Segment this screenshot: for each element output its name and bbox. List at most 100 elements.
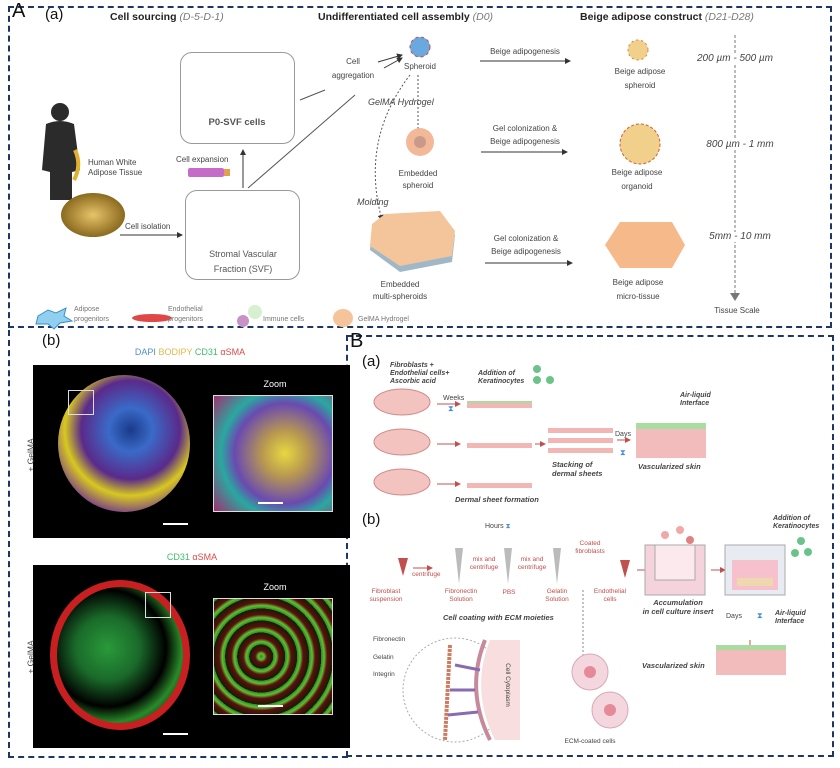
- arrow-label-3b: Beige adipogenesis: [491, 247, 561, 256]
- lbl-line: cells: [603, 596, 617, 603]
- embedded-spheroid-2: spheroid: [402, 181, 434, 190]
- header-assembly: Undifferentiated cell assembly (D0): [318, 12, 493, 23]
- adipose-tissue-icon: [61, 193, 125, 237]
- culture-insert-icon: [644, 526, 706, 596]
- micrograph-2: [33, 565, 350, 748]
- lbl-line: Coated: [579, 540, 601, 547]
- condition-label-1: + GelMA: [25, 438, 36, 472]
- p0-svf-label: P0-SVF cells: [208, 117, 266, 128]
- air-line: Interface: [680, 400, 710, 407]
- scale-bar: [258, 502, 283, 504]
- vascularized-a: Vascularized skin: [638, 462, 701, 471]
- output-1b: spheroid: [624, 81, 656, 90]
- kera-line: Keratinocytes: [478, 378, 525, 385]
- lbl-line: Endothelial: [593, 588, 627, 595]
- svf-box: [185, 190, 300, 280]
- gelma-hydrogel-label: GelMA Hydrogel: [368, 97, 434, 107]
- panel-b-sub-b: (b): [362, 511, 381, 528]
- lbl-line: Fibronectin: [444, 588, 478, 595]
- kera-line: Addition of: [773, 515, 810, 522]
- centrifuge-label: centrifuge: [412, 571, 441, 578]
- panel-a-label: A: [12, 0, 26, 22]
- output-3b: micro-tissue: [616, 292, 660, 301]
- stack-line: dermal sheets: [552, 469, 603, 478]
- embedded-spheroid-1: Embedded: [398, 169, 438, 178]
- legend-adipose-1: Adipose: [74, 306, 100, 313]
- panel-a-border: [8, 6, 832, 328]
- zoom-label-2: Zoom: [263, 582, 287, 592]
- stain-dapi: DAPI: [134, 347, 156, 357]
- micrograph-1: [33, 365, 350, 538]
- hourglass-icon: ⧗: [505, 523, 511, 530]
- spheroid-label: Spheroid: [403, 62, 437, 71]
- lbl-line: Fibroblast: [371, 588, 401, 595]
- panel-b-label: B: [350, 330, 364, 352]
- tubes-icon: [398, 548, 630, 584]
- kera-line: Keratinocytes: [773, 523, 820, 530]
- spheroid-image: [50, 580, 190, 730]
- stain-cd31: CD31: [194, 347, 218, 357]
- spheroid-image: [58, 375, 190, 512]
- arrow-label-1: Beige adipogenesis: [490, 47, 560, 56]
- svf-line1: Stromal Vascular: [209, 249, 277, 259]
- human-tissue-label: Human White Adipose Tissue: [88, 158, 158, 178]
- cell-aggregation-2: aggregation: [331, 71, 375, 80]
- embedded-multi-1: Embedded: [380, 280, 420, 289]
- beige-microtissue-icon: [605, 222, 685, 268]
- scale-arrow-icon: [730, 293, 740, 301]
- lbl-line: in cell culture insert: [642, 607, 714, 616]
- multi-spheroid-plate-icon: [370, 211, 455, 272]
- stain-legend-2: CD31 αSMA: [167, 552, 217, 562]
- lbl-line: Solution: [449, 596, 473, 603]
- air-line: Air-liquid: [680, 392, 711, 399]
- zoom-region-box: [68, 390, 94, 415]
- arrow-label-2a: Gel colonization &: [492, 124, 558, 133]
- integrin-lbl: Integrin: [373, 671, 395, 678]
- weeks-label: Weeks: [443, 395, 465, 402]
- kera-line: Addition of: [478, 370, 515, 377]
- lbl-line: mix and: [520, 556, 544, 563]
- days-label-a: Days: [615, 431, 631, 438]
- lbl-line: Accumulation: [653, 598, 703, 607]
- stain-legend-1: DAPI BODIPY CD31 αSMA: [135, 347, 245, 357]
- lbl-line: centrifuge: [517, 564, 547, 571]
- pbs-label: PBS: [502, 589, 516, 596]
- cell-aggregation-1: Cell: [346, 57, 360, 66]
- stain-asma: αSMA: [220, 347, 246, 357]
- legend-immune-icon: [237, 315, 249, 327]
- legend-immune: Immune cells: [263, 316, 305, 323]
- insert-with-keratinocytes-icon: [724, 537, 812, 596]
- stain-asma: αSMA: [192, 552, 218, 562]
- ecm-zoom-icon: [402, 637, 629, 743]
- spheroid-icon: [409, 36, 431, 58]
- lbl-line: suspension: [369, 596, 403, 603]
- scale-1: 200 µm - 500 µm: [697, 53, 773, 64]
- header-text: Beige adipose construct: [580, 11, 702, 23]
- cytoplasm-lbl: Cell Cytoplasm: [503, 663, 511, 707]
- zoom-region-box: [145, 592, 171, 618]
- human-silhouette-icon: [42, 103, 81, 200]
- header-text: Cell sourcing: [110, 11, 177, 23]
- coating-label: Cell coating with ECM moieties: [443, 613, 554, 622]
- hours-text: Hours: [485, 523, 504, 530]
- start-line: Endothelial cells+: [390, 370, 450, 377]
- scale-2: 800 µm - 1 mm: [706, 139, 774, 150]
- p0-svf-box: [180, 52, 295, 144]
- stain-bodipy: BODIPY: [158, 347, 193, 357]
- gelatin-lbl: Gelatin: [373, 654, 394, 661]
- output-1a: Beige adipose: [614, 67, 666, 76]
- start-line: Fibroblasts +: [390, 362, 434, 369]
- lbl-line: Gelatin: [546, 588, 568, 595]
- beige-organoid-icon: [619, 123, 661, 165]
- panel-ab-label: (b): [42, 332, 61, 349]
- ecm-cells-lbl: ECM-coated cells: [564, 738, 616, 745]
- zoom-image: [213, 598, 333, 715]
- dermal-sheet-label: Dermal sheet formation: [455, 495, 539, 504]
- zoom-label-1: Zoom: [263, 379, 287, 389]
